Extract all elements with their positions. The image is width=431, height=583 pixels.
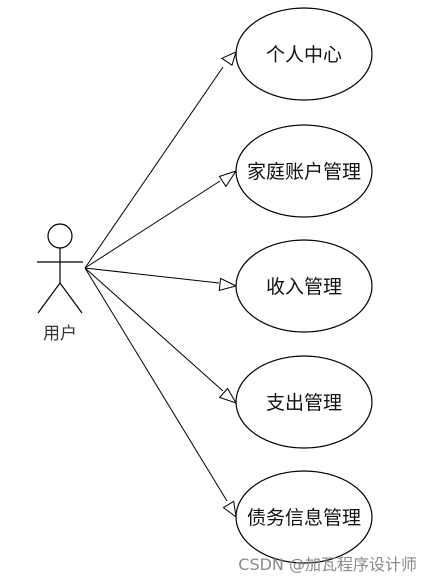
actor-label: 用户 xyxy=(43,324,77,344)
use-cases: 个人中心 家庭账户管理 收入管理 支出管理 债务信息管理 xyxy=(235,7,373,564)
arrowhead-icon xyxy=(218,277,238,291)
use-case-ellipse xyxy=(235,124,373,218)
association-uc-1 xyxy=(84,51,237,269)
use-case-4: 支出管理 xyxy=(235,355,373,449)
association-uc-2 xyxy=(84,170,238,269)
use-case-ellipse xyxy=(235,239,373,333)
use-case-ellipse xyxy=(235,7,373,101)
watermark-text: CSDN @加瓦程序设计师 xyxy=(238,555,417,574)
actor-head xyxy=(47,223,73,249)
use-case-label: 债务信息管理 xyxy=(247,507,361,529)
use-case-3: 收入管理 xyxy=(235,239,373,333)
use-case-label: 家庭账户管理 xyxy=(247,161,361,183)
use-case-2: 家庭账户管理 xyxy=(235,124,373,218)
use-case-5: 债务信息管理 xyxy=(235,470,373,564)
use-case-label: 收入管理 xyxy=(266,276,342,298)
arrowhead-icon xyxy=(218,170,238,188)
arrowhead-icon xyxy=(222,500,237,519)
use-case-label: 支出管理 xyxy=(266,392,342,414)
actor-right-leg xyxy=(59,282,83,314)
association-uc-4 xyxy=(84,267,238,404)
use-case-ellipse xyxy=(235,470,373,564)
associations xyxy=(84,51,238,519)
arrowhead-icon xyxy=(218,387,238,404)
actor: 用户 xyxy=(37,223,83,344)
actor-left-leg xyxy=(37,282,61,314)
association-uc-5 xyxy=(84,267,237,519)
arrowhead-icon xyxy=(220,51,237,66)
use-case-ellipse xyxy=(235,355,373,449)
association-uc-3 xyxy=(84,267,238,291)
use-case-label: 个人中心 xyxy=(266,44,342,66)
use-case-1: 个人中心 xyxy=(235,7,373,101)
stick-figure-icon xyxy=(37,223,83,314)
